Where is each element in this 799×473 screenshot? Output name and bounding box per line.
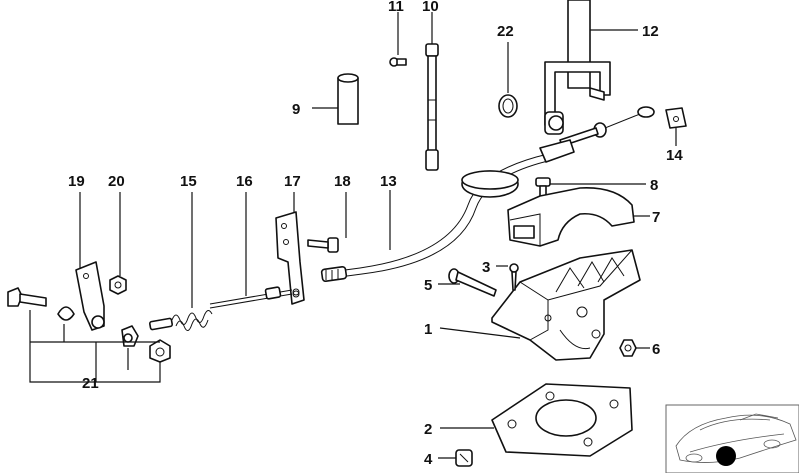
callout-20: 20 [108,173,125,190]
callout-19: 19 [68,173,85,190]
part-11-screw [389,57,407,67]
callout-2: 2 [424,421,432,438]
vehicle-thumbnail [665,404,799,473]
part-15-spring [148,310,213,331]
callout-12: 12 [642,23,659,40]
part-13-cable [320,139,575,283]
callout-22: 22 [497,23,514,40]
part-20-nut [109,275,127,295]
part-5-bolt [448,268,497,297]
part-2-gasket [491,383,633,457]
part-6-washer [619,339,637,357]
callout-10: 10 [422,0,439,15]
car-silhouette-icon [675,413,797,463]
callout-4: 4 [424,451,433,468]
callout-1: 1 [424,321,432,338]
callout-18: 18 [334,173,351,190]
part-16-rod [209,286,300,309]
leader-1 [439,327,521,339]
callout-9: 9 [292,101,300,118]
part-21-hardware [7,287,171,363]
part-18-bolt [307,237,339,253]
part-3-screw [509,263,519,291]
callout-5: 5 [424,277,432,294]
callout-11: 11 [388,0,404,15]
cable-end-upper [559,106,655,147]
callout-16: 16 [236,173,253,190]
part-7-cover [507,187,635,247]
part-10-rod [425,43,439,171]
callout-3: 3 [482,259,490,276]
callout-7: 7 [652,209,660,226]
callout-14: 14 [666,147,683,164]
callout-15: 15 [180,173,197,190]
callout-6: 6 [652,341,660,358]
part-12-shift-lever [544,0,611,135]
callout-8: 8 [650,177,658,194]
part-22-ring [498,94,518,118]
part-19-lever [75,261,105,331]
callout-21: 21 [82,375,99,392]
part-14-clip [665,107,687,129]
location-dot-icon [716,446,736,466]
part-4-clip [455,449,473,467]
part-17-bracket [275,211,305,305]
callout-17: 17 [284,173,301,190]
callout-13: 13 [380,173,397,190]
part-9-sleeve [337,73,359,125]
leader-21 [29,310,161,383]
part-1-housing [491,249,641,361]
